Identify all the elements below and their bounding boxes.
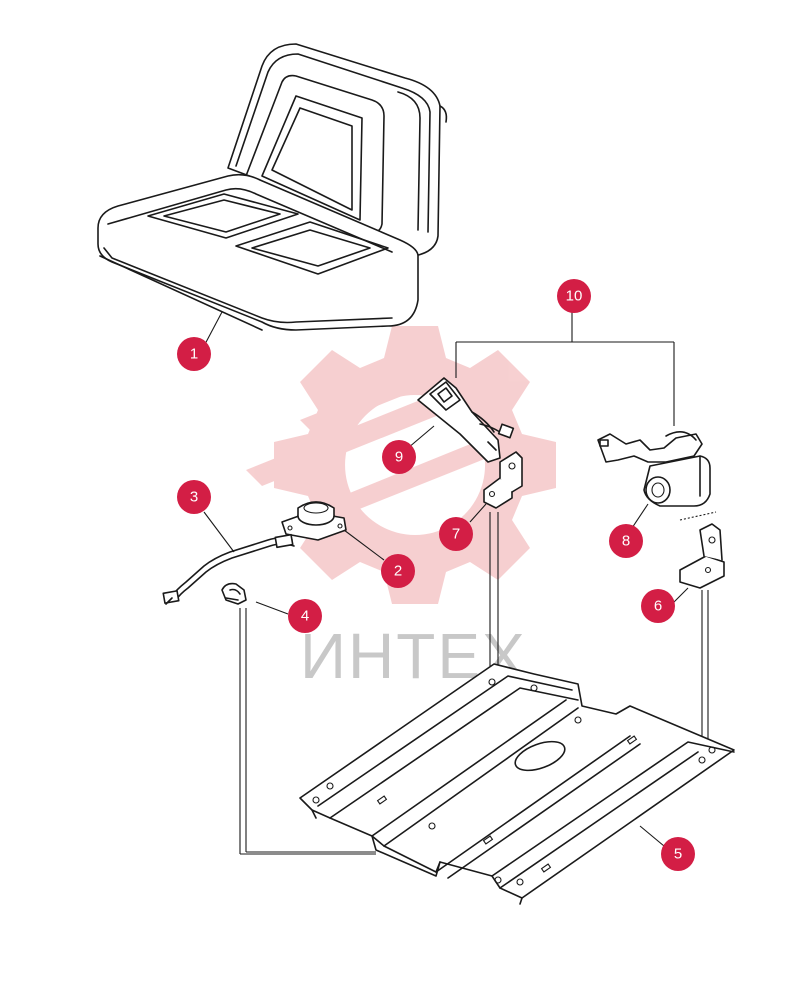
watermark-swoosh-3 — [300, 364, 452, 432]
callout-10: 10 — [557, 279, 591, 313]
watermark-swoosh-2 — [320, 432, 512, 520]
callout-9: 9 — [382, 440, 416, 474]
callout-3-label: 3 — [190, 489, 198, 506]
callout-6: 6 — [641, 589, 675, 623]
callout-5: 5 — [661, 837, 695, 871]
callout-4: 4 — [288, 599, 322, 633]
callout-8: 8 — [609, 524, 643, 558]
callout-5-label: 5 — [674, 846, 682, 863]
callout-8-label: 8 — [622, 533, 630, 550]
part-pad — [281, 501, 385, 561]
part-bracket-left — [469, 451, 523, 523]
part-buckle — [407, 377, 515, 463]
assembly-lines — [239, 512, 709, 855]
part-harness — [162, 511, 295, 605]
callout-1: 1 — [177, 337, 211, 371]
callout-7: 7 — [439, 517, 473, 551]
part-seat-plate — [299, 663, 735, 905]
callout-9-label: 9 — [395, 449, 403, 466]
part-retractor — [597, 431, 717, 529]
callout-2: 2 — [381, 554, 415, 588]
callout-4-label: 4 — [301, 608, 309, 625]
part-bracket-right — [671, 523, 725, 605]
callout-1-label: 1 — [190, 346, 198, 363]
callout-2-label: 2 — [394, 563, 402, 580]
callout-10-label: 10 — [566, 288, 583, 305]
part-clip — [221, 582, 289, 615]
callout-3: 3 — [177, 480, 211, 514]
assembly-bracket — [455, 310, 675, 426]
part-seat — [97, 43, 448, 347]
callout-7-label: 7 — [452, 526, 460, 543]
callout-6-label: 6 — [654, 598, 662, 615]
